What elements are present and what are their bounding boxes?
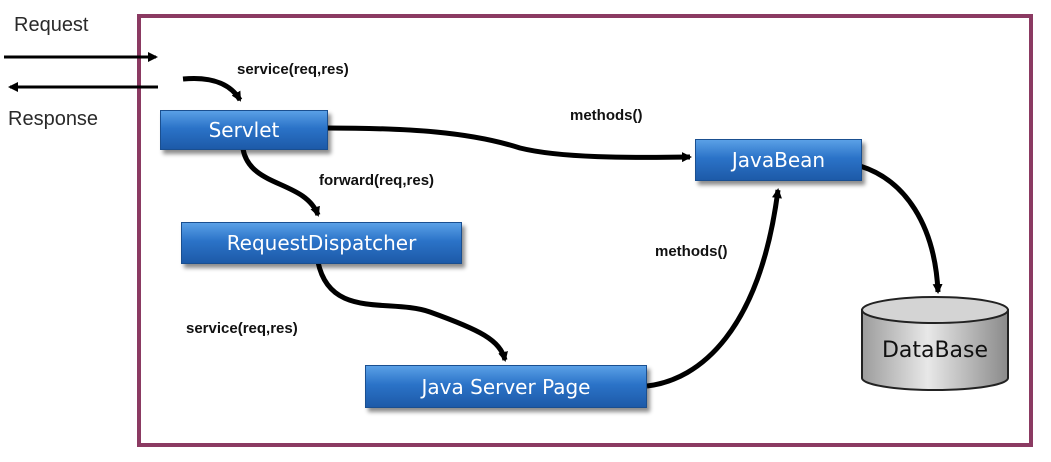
dispatcher-to-jsp-arrow: [315, 261, 508, 362]
request-label: Request: [14, 14, 89, 36]
service-label-top: service(req,res): [237, 61, 349, 78]
javabean-node: JavaBean: [695, 139, 862, 181]
methods-label-bottom: methods(): [655, 243, 728, 260]
servlet-to-javabean-arrow: [325, 125, 692, 163]
request-dispatcher-node: RequestDispatcher: [181, 222, 462, 264]
java-server-page-node: Java Server Page: [365, 365, 647, 408]
response-label: Response: [8, 108, 99, 130]
forward-label: forward(req,res): [319, 172, 435, 189]
service-label-bottom: service(req,res): [186, 320, 298, 337]
web-container-frame: [137, 14, 1033, 447]
servlet-node: Servlet: [160, 110, 328, 150]
servlet-to-dispatcher-arrow: [240, 148, 321, 217]
jsp-to-javabean-arrow: [646, 188, 782, 389]
javabean-to-database-arrow: [859, 163, 943, 294]
service-arrow-into-servlet: [182, 75, 243, 102]
database-label: DataBase: [881, 338, 989, 363]
methods-label-top: methods(): [570, 107, 643, 124]
database-cylinder: [861, 296, 1009, 391]
